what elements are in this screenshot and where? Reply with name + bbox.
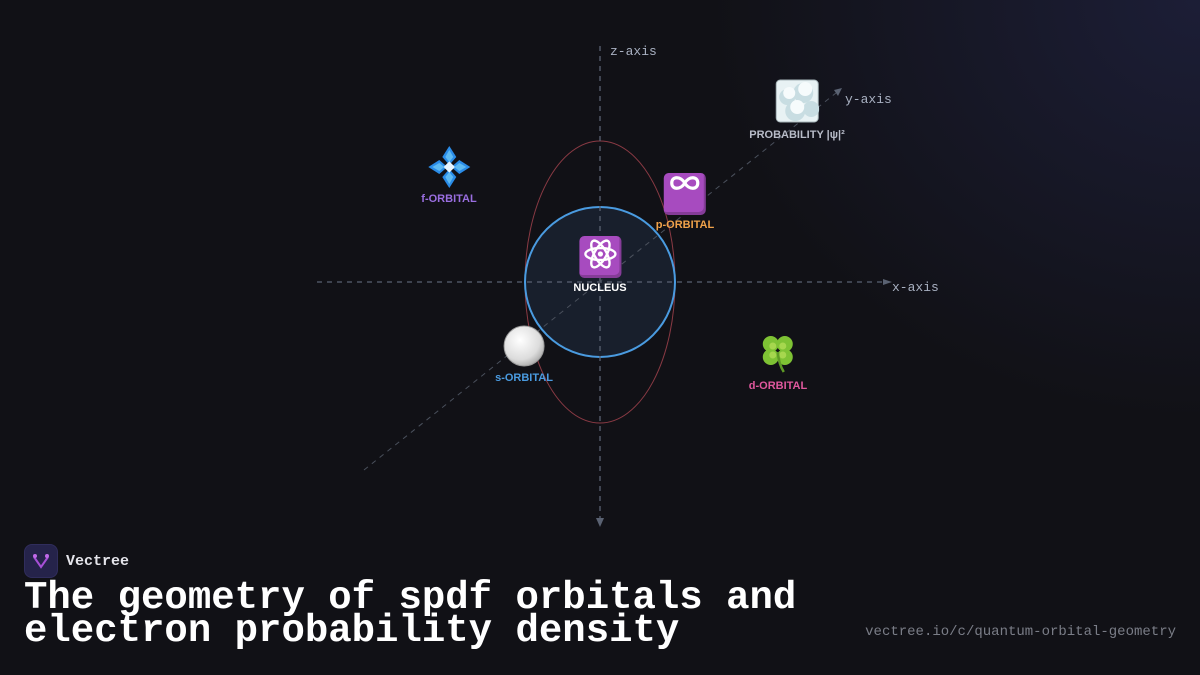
y-axis-arrow <box>834 88 842 96</box>
four-leaf-clover-icon <box>762 336 793 373</box>
brand-name: Vectree <box>66 552 130 570</box>
vectree-logo-icon <box>24 544 58 578</box>
title-line-1: The geometry of spdf orbitals and <box>24 576 797 620</box>
x-axis-arrow <box>883 279 892 285</box>
brand: Vectree <box>24 544 129 578</box>
f-orbital-label: f-ORBITAL <box>421 193 477 205</box>
y-axis-line <box>363 92 837 471</box>
p-orbital-label: p-ORBITAL <box>655 219 715 231</box>
nucleus-node: NUCLEUS <box>573 236 627 294</box>
z-axis-arrow <box>596 518 604 527</box>
s-orbital-node: s-ORBITAL <box>495 324 553 384</box>
cloud-icon <box>775 79 819 123</box>
page-title: The geometry of spdf orbitals and electr… <box>24 579 796 651</box>
probability-label: PROBABILITY |ψ|² <box>749 129 845 141</box>
infinity-icon <box>663 173 706 215</box>
f-orbital-node: f-ORBITAL <box>421 145 477 205</box>
d-orbital-label: d-ORBITAL <box>748 380 808 392</box>
x-axis-label: x-axis <box>892 280 939 295</box>
atom-icon <box>578 236 621 278</box>
diamond-with-dot-icon <box>428 146 470 188</box>
white-circle-icon <box>503 325 545 367</box>
probability-node: PROBABILITY |ψ|² <box>749 79 845 141</box>
title-line-2: electron probability density <box>24 609 680 653</box>
source-url: vectree.io/c/quantum-orbital-geometry <box>865 624 1176 640</box>
p-orbital-node: p-ORBITAL <box>656 173 714 231</box>
d-orbital-node: d-ORBITAL <box>749 332 807 392</box>
y-axis-label: y-axis <box>845 92 892 107</box>
nucleus-label: NUCLEUS <box>573 282 627 294</box>
s-orbital-label: s-ORBITAL <box>495 372 553 384</box>
z-axis-label: z-axis <box>610 44 657 59</box>
